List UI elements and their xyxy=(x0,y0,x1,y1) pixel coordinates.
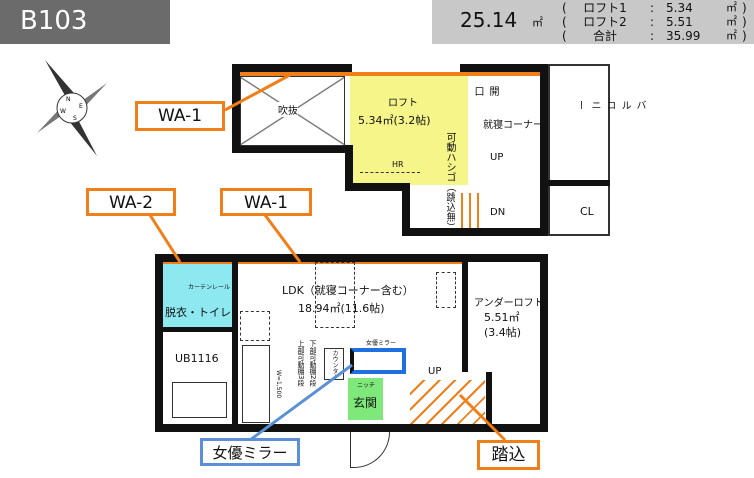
shelf-lower: 下部可動棚2段 xyxy=(309,340,317,387)
wash-toilet-room xyxy=(162,262,232,327)
compass-e: E xyxy=(79,103,83,110)
loft-area xyxy=(350,75,468,185)
under-loft-area: 5.51㎡ xyxy=(484,311,520,324)
entrance-label: 玄関 xyxy=(353,396,378,410)
opening-label: 開口 xyxy=(472,86,498,96)
callout-step: 踏込 xyxy=(477,440,540,470)
ldk-area: 18.94㎡(11.6帖) xyxy=(298,302,385,315)
area-main: 25.14 xyxy=(460,8,518,32)
stairs[interactable] xyxy=(455,193,485,228)
callout-mirror: 女優ミラー xyxy=(200,438,300,466)
under-loft-title: アンダーロフト xyxy=(474,298,544,309)
counter-label: カウンター xyxy=(331,350,338,380)
loft-title: ロフト xyxy=(388,98,418,109)
ladder-text: 可動ハシゴ xyxy=(444,132,455,182)
total-row: 合計 35.99 ㎡ xyxy=(562,29,752,43)
niche-label: ニッチ xyxy=(357,382,376,389)
row-value: 5.51 xyxy=(666,15,693,29)
unit-number: B103 xyxy=(0,0,170,44)
callout-wa1-top: WA-1 xyxy=(135,101,225,131)
sleep-corner-area xyxy=(315,262,355,328)
stairs-lower[interactable] xyxy=(410,380,485,424)
void-area xyxy=(240,76,345,146)
dn-label: DN xyxy=(490,207,506,218)
ldk-label: LDK（就寝コーナー含む） xyxy=(282,284,414,297)
row-unit: ㎡ xyxy=(726,1,737,14)
loft2-row: ロフト2 5.51 ㎡ xyxy=(562,15,752,29)
ladder-label: 可動ハシゴ（跳込無） xyxy=(442,132,457,232)
loft1-row: ロフト1 5.34 ㎡ xyxy=(562,1,752,15)
compass-n: N xyxy=(66,96,71,103)
ladder-note: （跳込無） xyxy=(444,182,455,232)
wash-toilet-label: 脱衣・トイレ xyxy=(165,306,231,319)
curtain-rail-label: カーテンレール xyxy=(188,284,231,291)
bath-label: UB1116 xyxy=(175,352,219,365)
area-summary: 25.14 ㎡ ロフト1 5.34 ㎡ ロフト2 5.51 ㎡ 合計 35.99… xyxy=(432,0,754,44)
up-label-lower: UP xyxy=(428,366,442,377)
row-label: ロフト1 xyxy=(574,1,654,15)
sleep-corner-label: 就寝コーナー xyxy=(483,120,543,131)
compass-icon: N E S W xyxy=(37,60,107,156)
entrance: ニッチ 玄関 xyxy=(348,378,383,420)
row-label: ロフト2 xyxy=(574,15,654,29)
under-loft-tatami: (3.4帖) xyxy=(484,326,522,339)
row-value: 5.34 xyxy=(666,1,693,15)
mirror-niche xyxy=(350,348,406,374)
compass-s: S xyxy=(73,115,77,122)
wa1-wall-marker xyxy=(238,72,543,76)
row-unit: ㎡ xyxy=(726,15,737,28)
hanger-rail xyxy=(360,172,420,173)
kitchen-width: W=1,500 xyxy=(275,370,282,399)
shelf-upper: 上部可動棚3段 xyxy=(297,340,305,387)
mirror-small-label: 女優ミラー xyxy=(366,340,397,347)
wa-wall-marker xyxy=(162,260,462,264)
hr-label: HR xyxy=(392,160,404,169)
callout-wa1: WA-1 xyxy=(220,188,312,216)
row-value: 35.99 xyxy=(666,29,701,43)
balcony-label: バルコニー xyxy=(574,100,645,110)
kitchen xyxy=(242,345,270,423)
up-label: UP xyxy=(490,152,504,163)
row-unit: ㎡ xyxy=(726,29,737,42)
closet-label: CL xyxy=(580,205,594,218)
row-label: 合計 xyxy=(574,29,654,43)
void-label: 吹抜 xyxy=(278,102,298,117)
balcony xyxy=(548,64,610,236)
fridge-space xyxy=(240,311,270,341)
storage-shelf xyxy=(436,272,456,308)
compass-w: W xyxy=(60,108,66,115)
area-unit: ㎡ xyxy=(532,16,543,29)
loft-area-label: 5.34㎡(3.2帖) xyxy=(358,114,431,127)
bathtub xyxy=(172,382,227,418)
callout-wa2: WA-2 xyxy=(86,188,176,216)
